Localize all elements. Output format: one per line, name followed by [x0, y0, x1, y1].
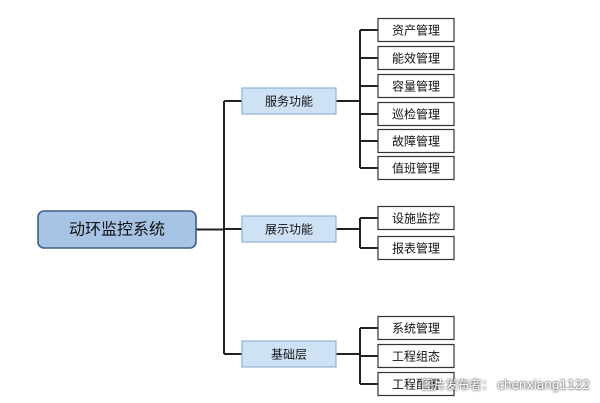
leaf-node-label: 值班管理	[392, 161, 440, 176]
leaf-node: 设施监控	[377, 205, 455, 231]
leaf-node-label: 能效管理	[392, 51, 440, 66]
leaf-node: 工程配置	[377, 371, 455, 397]
leaf-node-box	[377, 343, 455, 369]
leaf-node-label: 容量管理	[392, 79, 440, 94]
group-node-label: 展示功能	[265, 223, 313, 237]
branch-line	[336, 218, 361, 248]
watermark: 图片发布者： chenxiang1122	[421, 378, 590, 392]
leaf-node: 报表管理	[377, 235, 455, 261]
leaf-node: 系统管理	[377, 315, 455, 341]
leaf-node-box	[377, 371, 455, 397]
leaf-node-label: 故障管理	[392, 134, 440, 149]
leaf-node-box	[377, 45, 455, 71]
leaf-node: 容量管理	[377, 73, 455, 99]
leaf-node: 工程组态	[377, 343, 455, 369]
leaf-node-label: 资产管理	[392, 23, 440, 38]
branch-line	[336, 328, 361, 384]
leaf-node: 资产管理	[377, 17, 455, 43]
leaf-node-box	[377, 101, 455, 127]
group-node: 基础层	[241, 340, 337, 368]
leaf-node-box	[377, 73, 455, 99]
group-node-box	[241, 87, 337, 115]
root-node: 动环监控系统	[37, 210, 197, 249]
leaf-node-box	[377, 235, 455, 261]
leaf-node-label: 工程配置	[392, 377, 440, 392]
leaf-node-box	[377, 17, 455, 43]
leaf-node-label: 工程组态	[392, 349, 440, 364]
leaf-node-box	[377, 128, 455, 154]
group-node: 展示功能	[241, 215, 337, 243]
branch-line	[336, 30, 361, 168]
group-node-box	[241, 340, 337, 368]
leaf-node-label: 巡检管理	[392, 107, 440, 122]
connector-lines	[196, 29, 378, 385]
leaf-node: 巡检管理	[377, 101, 455, 127]
leaf-node-box	[377, 155, 455, 181]
leaf-node: 值班管理	[377, 155, 455, 181]
group-node-label: 服务功能	[265, 94, 313, 109]
leaf-node-box	[377, 315, 455, 341]
group-node: 服务功能	[241, 87, 337, 115]
leaf-node-label: 报表管理	[392, 241, 440, 256]
leaf-node: 能效管理	[377, 45, 455, 71]
leaf-node-box	[377, 205, 455, 231]
leaf-node-label: 设施监控	[392, 212, 440, 226]
group-node-label: 基础层	[271, 348, 307, 362]
group-node-box	[241, 215, 337, 243]
root-node-label: 动环监控系统	[69, 220, 165, 239]
trunk-line	[196, 101, 225, 354]
root-node-box	[37, 210, 197, 249]
leaf-node: 故障管理	[377, 128, 455, 154]
leaf-node-label: 系统管理	[392, 321, 440, 336]
